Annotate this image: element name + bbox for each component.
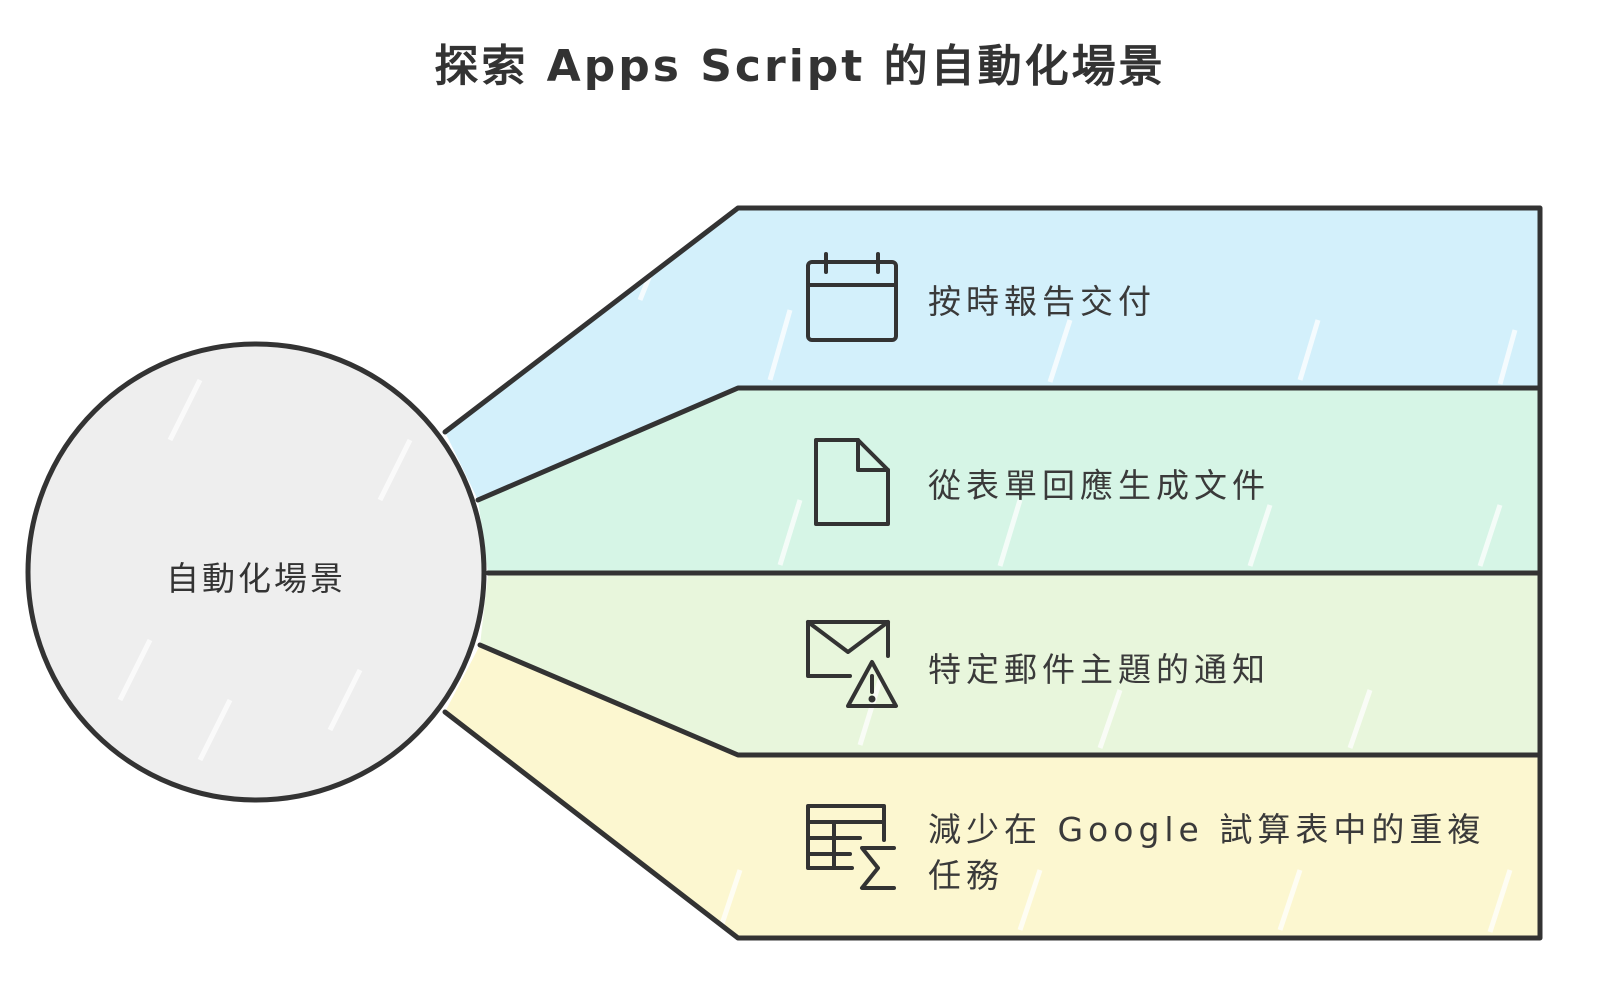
item-label-sheet-line1: 減少在 Google 試算表中的重複 <box>928 810 1485 849</box>
band-fill-report <box>445 208 1540 500</box>
center-node: 自動化場景 <box>25 341 487 803</box>
band-fills <box>445 208 1540 938</box>
center-label: 自動化場景 <box>166 559 346 598</box>
calendar-icon <box>806 252 898 342</box>
divider-1 <box>475 385 1543 503</box>
item-label-report: 按時報告交付 <box>928 282 1156 321</box>
document-icon <box>814 438 890 526</box>
mail-alert-icon <box>806 620 898 708</box>
item-label-email: 特定郵件主題的通知 <box>928 650 1270 689</box>
band-hatching <box>637 249 1518 933</box>
band-outlines <box>442 205 1543 941</box>
band-fill-sheet <box>445 645 1540 938</box>
item-label-sheet-line2: 任務 <box>928 856 1004 895</box>
spreadsheet-sum-icon <box>806 804 896 890</box>
divider-3 <box>477 642 1543 758</box>
band-fill-email <box>480 575 1540 755</box>
center-circle <box>25 341 487 803</box>
item-label-document: 從表單回應生成文件 <box>928 466 1270 505</box>
band-fill-document <box>478 390 1540 573</box>
diagram-title: 探索 Apps Script 的自動化場景 <box>434 41 1166 92</box>
